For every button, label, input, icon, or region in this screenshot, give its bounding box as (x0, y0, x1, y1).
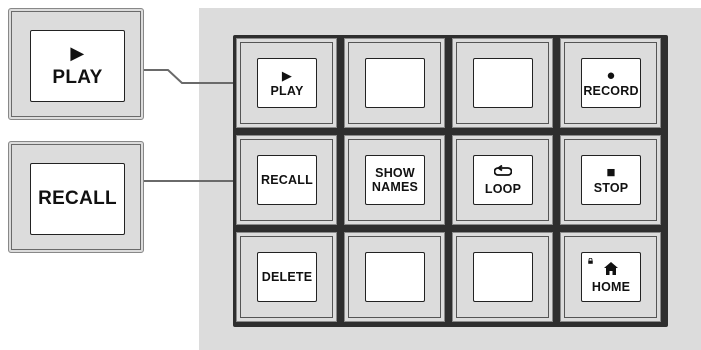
record-key[interactable]: ● RECORD (581, 58, 641, 108)
blank-key[interactable] (473, 58, 533, 108)
loop-icon (493, 164, 513, 181)
home-key-label: HOME (591, 279, 631, 294)
key-cell-r2c4: ■ STOP (560, 135, 661, 225)
key-cell-r3c3 (452, 232, 553, 322)
recall-callout: RECALL (8, 141, 144, 253)
blank-key[interactable] (365, 58, 425, 108)
delete-key[interactable]: DELETE (257, 252, 317, 302)
key-cell-r1c3 (452, 38, 553, 128)
home-icon (603, 261, 619, 279)
delete-key-label: DELETE (261, 270, 313, 284)
blank-key[interactable] (365, 252, 425, 302)
show-names-label-line1: SHOW (375, 166, 415, 180)
recall-callout-label: RECALL (38, 188, 117, 209)
key-cell-r2c3: LOOP (452, 135, 553, 225)
stop-icon: ■ (606, 163, 616, 181)
recall-key[interactable]: RECALL (257, 155, 317, 205)
record-key-label: RECORD (583, 83, 639, 98)
play-icon: ▶ (70, 43, 85, 63)
loop-key[interactable]: LOOP (473, 155, 533, 205)
play-key-label: PLAY (270, 83, 304, 98)
stop-key[interactable]: ■ STOP (581, 155, 641, 205)
play-leader-line (144, 69, 240, 84)
key-cell-r3c2 (344, 232, 445, 322)
key-cell-r1c1: ▶ PLAY (236, 38, 337, 128)
loop-key-label: LOOP (484, 181, 522, 196)
key-cell-r2c1: RECALL (236, 135, 337, 225)
key-cell-r1c2 (344, 38, 445, 128)
key-cell-r3c4: HOME (560, 232, 661, 322)
play-callout: ▶ PLAY (8, 8, 144, 120)
key-cell-r1c4: ● RECORD (560, 38, 661, 128)
play-key[interactable]: ▶ PLAY (257, 58, 317, 108)
record-icon: ● (606, 66, 616, 84)
recall-key-label: RECALL (261, 173, 313, 187)
play-icon: ▶ (281, 67, 293, 83)
show-names-key[interactable]: SHOW NAMES (365, 155, 425, 205)
play-callout-button[interactable]: ▶ PLAY (30, 30, 125, 102)
blank-key[interactable] (473, 252, 533, 302)
lock-icon (588, 258, 593, 264)
show-names-label-line2: NAMES (371, 180, 419, 194)
stop-key-label: STOP (593, 180, 629, 195)
key-cell-r3c1: DELETE (236, 232, 337, 322)
key-cell-r2c2: SHOW NAMES (344, 135, 445, 225)
play-callout-label: PLAY (52, 67, 103, 88)
key-grid: ▶ PLAY ● RECORD RECALL SHOW NAMES (233, 35, 668, 327)
home-key[interactable]: HOME (581, 252, 641, 302)
recall-callout-button[interactable]: RECALL (30, 163, 125, 235)
